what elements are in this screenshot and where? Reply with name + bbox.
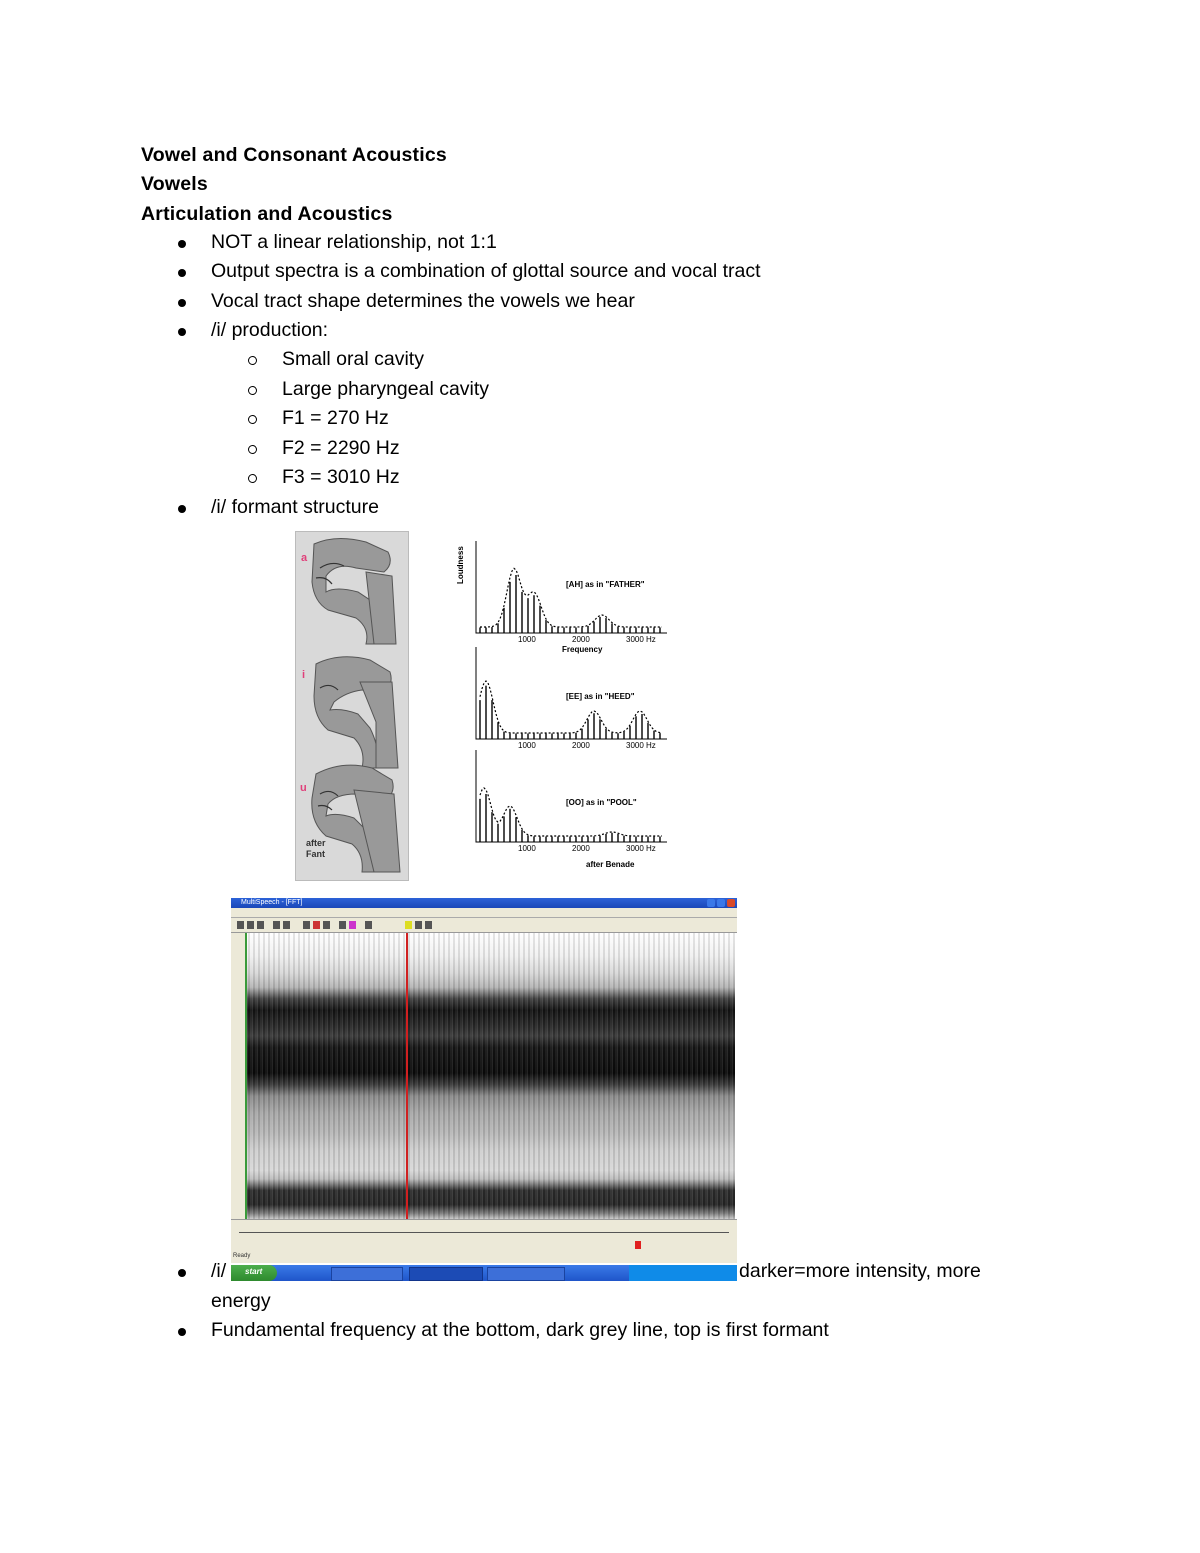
taskbar-item[interactable] [409,1267,483,1281]
list-item: darker=more intensity, more [739,1260,981,1282]
tract-credit: after Fant [306,838,326,859]
page-title: Vowel and Consonant Acoustics [141,144,447,166]
bullet-dot [178,240,186,248]
start-button[interactable]: start [231,1265,277,1281]
spectrum-axis [475,750,667,843]
menu-bar[interactable] [231,908,737,918]
taskbar: start [231,1265,737,1281]
frequency-axis [231,933,247,1219]
bullet-dot [178,328,186,336]
tick-label: 1000 [518,635,536,644]
record-indicator [635,1241,641,1249]
sub-list-item: F2 = 2290 Hz [282,437,400,459]
list-item-prefix: /i/ [211,1260,227,1282]
spectrum-envelope [479,567,662,628]
sub-list-item: Small oral cavity [282,348,424,370]
taskbar-item[interactable] [487,1267,565,1281]
bullet-dot [178,1269,186,1277]
sub-list-item: F1 = 270 Hz [282,407,389,429]
tract-label-i: i [302,669,306,681]
spectra-caption-ee: [EE] as in "HEED" [566,692,635,701]
spectrum-axis [475,541,667,634]
list-item-continuation: energy [211,1290,271,1312]
time-axis [231,1219,737,1240]
subsection-heading: Articulation and Acoustics [141,203,393,225]
spectra-ylabel: Loudness [456,546,465,584]
tick-label: 2000 [572,844,590,853]
bullet-dot [178,1328,186,1336]
tick-label: 3000 Hz [626,844,656,853]
time-ruler [239,1232,729,1233]
list-item: Fundamental frequency at the bottom, dar… [211,1319,829,1341]
tick-label: 3000 Hz [626,635,656,644]
sub-bullet-circle [248,445,257,454]
bullet-dot [178,269,186,277]
sub-list-item: Large pharyngeal cavity [282,378,490,400]
time-cursor[interactable] [406,933,408,1219]
list-item: /i/ formant structure [211,496,379,518]
tick-label: 3000 Hz [626,741,656,750]
spectrum-envelope [479,680,663,734]
spectrogram-screenshot: MultiSpeech - [FFT] [231,898,737,1281]
tick-label: 1000 [518,844,536,853]
spectra-credit: after Benade [586,860,635,869]
spectra-caption-ah: [AH] as in "FATHER" [566,580,645,589]
list-item: NOT a linear relationship, not 1:1 [211,231,497,253]
spectra-xlabel: Frequency [562,645,603,654]
taskbar-item[interactable] [331,1267,403,1281]
toolbar[interactable] [231,918,737,933]
window-titlebar: MultiSpeech - [FFT] [231,898,737,908]
spectra-caption-oo: [OO] as in "POOL" [566,798,637,807]
vowel-spectra-figure: Loudness [AH] as in "FATHER" [EE] as in … [456,536,672,876]
spectra-plots [475,541,667,843]
status-text: Ready [233,1253,251,1259]
bullet-dot [178,299,186,307]
minimize-icon[interactable] [707,899,715,907]
list-item: Vocal tract shape determines the vowels … [211,290,635,312]
sub-bullet-circle [248,386,257,395]
sub-bullet-circle [248,356,257,365]
spectrum-axis [475,647,667,740]
tick-label: 2000 [572,635,590,644]
vocal-tract-drawings [311,538,401,873]
status-area: Ready [231,1239,737,1263]
maximize-icon[interactable] [717,899,725,907]
list-item: /i/ production: [211,319,329,341]
tract-label-a: a [301,552,308,564]
sub-bullet-circle [248,415,257,424]
tick-label: 2000 [572,741,590,750]
close-icon[interactable] [727,899,735,907]
system-tray[interactable] [629,1265,737,1281]
tick-label: 1000 [518,741,536,750]
section-heading: Vowels [141,173,208,195]
bullet-dot [178,505,186,513]
window-title: MultiSpeech - [FFT] [241,899,303,906]
spectrum-envelope [479,787,662,837]
list-item: Output spectra is a combination of glott… [211,260,761,282]
sub-list-item: F3 = 3010 Hz [282,466,400,488]
sub-bullet-circle [248,474,257,483]
toolbar-icons [237,921,432,929]
vocal-tract-figure: a i u after Fant [295,531,409,881]
spectrogram-image[interactable] [247,933,735,1219]
tract-label-u: u [300,782,307,794]
